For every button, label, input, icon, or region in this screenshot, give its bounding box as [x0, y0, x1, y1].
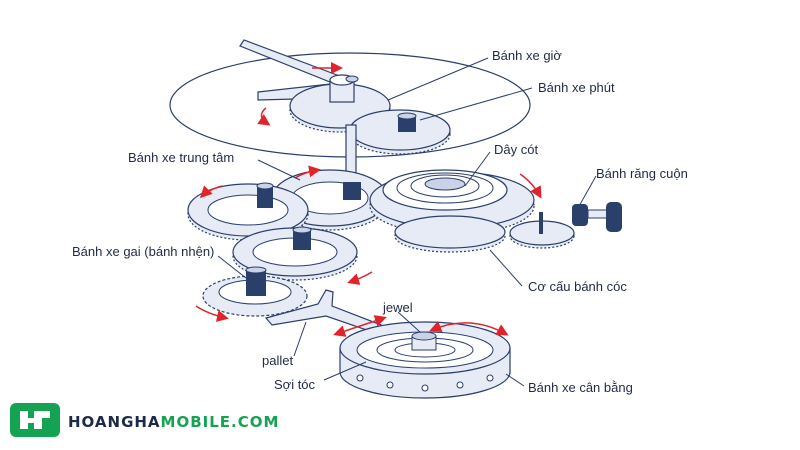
label-escape-wheel: Bánh xe gai (bánh nhện): [72, 244, 214, 259]
escape-wheel: [202, 266, 308, 317]
hoangha-logo: HOANGHAMOBILE.COM: [10, 403, 279, 437]
small-winding-gear: [509, 212, 575, 249]
third-wheel: [187, 182, 309, 241]
motion-arrows: [195, 62, 542, 337]
mainspring-barrel: [369, 169, 535, 235]
leader-lines: [217, 57, 597, 387]
label-mainspring: Dây cót: [494, 142, 538, 157]
label-balance-wheel: Bánh xe cân bằng: [528, 380, 633, 395]
minute-wheel: [349, 109, 451, 155]
ratchet-wheel: [394, 215, 506, 253]
label-jewel: jewel: [382, 300, 413, 315]
minute-hand: [239, 39, 346, 87]
label-minute-wheel: Bánh xe phút: [538, 80, 615, 95]
label-center-wheel: Bánh xe trung tâm: [128, 150, 234, 165]
label-pallet: pallet: [262, 353, 293, 368]
winding-crown: [572, 202, 622, 232]
fourth-wheel: [232, 226, 358, 281]
balance-wheel: [339, 321, 511, 399]
label-winding-gear: Bánh răng cuộn: [596, 166, 688, 181]
label-hour-wheel: Bánh xe giờ: [492, 48, 562, 63]
label-ratchet: Cơ cấu bánh cóc: [528, 279, 627, 294]
logo-text-green: MOBILE.COM: [161, 413, 280, 431]
label-hairspring: Sợi tóc: [274, 377, 316, 392]
logo-text-dark: HOANGHAMOBILE.COM: [68, 413, 279, 431]
